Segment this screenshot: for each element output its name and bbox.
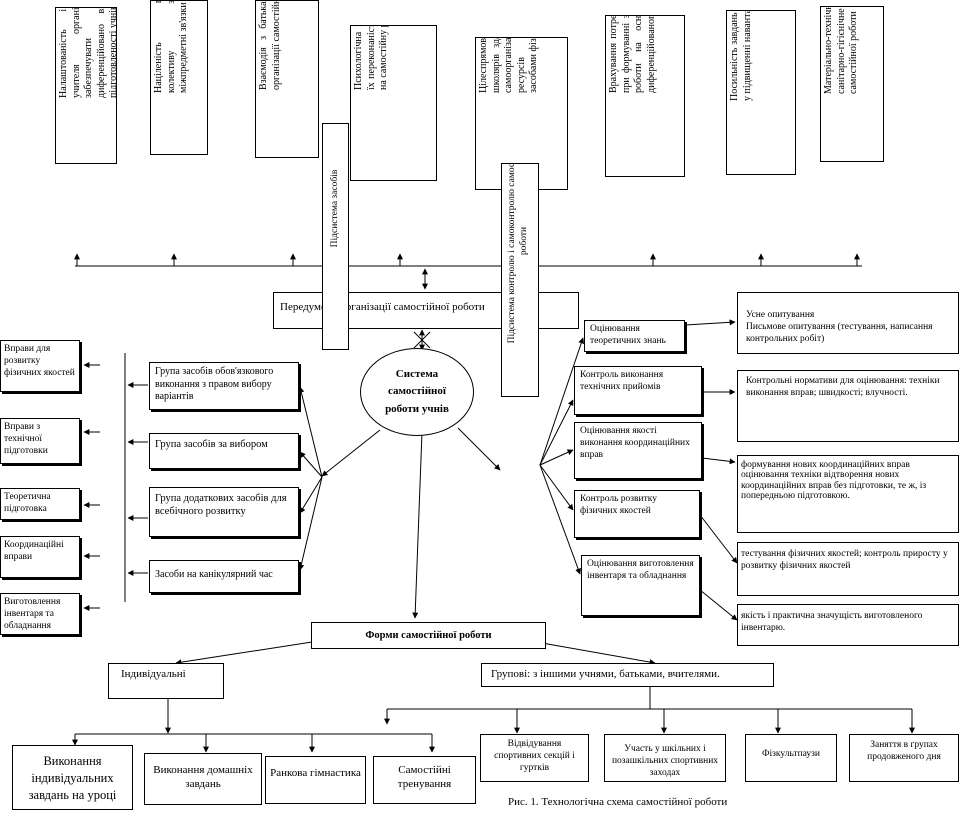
group-form-2: Участь у шкільних і позашкільних спортив…	[604, 734, 726, 782]
group-form-4: Заняття в групах продовженого дня	[849, 734, 959, 782]
means-group-4: Засоби на канікулярний час	[149, 560, 299, 593]
exercise-5: Виготовлення інвентаря та обладнання	[0, 593, 80, 635]
subsystem-means: Підсистема засобів	[322, 123, 349, 350]
control-detail-4: тестування фізичних якостей; контроль пр…	[737, 542, 959, 596]
top-box-7: Посильність завдань та поступовість у пі…	[726, 10, 796, 175]
center-line-2: самостійної	[388, 385, 446, 398]
individual-form-4: Самостійні тренування	[373, 756, 476, 804]
control-item-5: Оцінювання виготовлення інвентаря та обл…	[581, 555, 700, 616]
system-circle: Система самостійної роботи учнів	[360, 348, 474, 436]
exercise-1: Вправи для розвитку фізичних якостей	[0, 340, 80, 392]
top-box-8: Матеріально-технічне та санітарно-гігієн…	[820, 6, 884, 162]
group-form-3: Фізкультпаузи	[745, 734, 837, 782]
center-line-1: Система	[395, 367, 439, 380]
control-item-3: Оцінювання якості виконання координаційн…	[574, 422, 702, 479]
exercise-3: Теоретична підготовка	[0, 488, 80, 520]
control-item-4: Контроль розвитку фізичних якостей	[574, 490, 700, 538]
top-box-6: Врахування потреб, інтересів учнів при ф…	[605, 15, 685, 177]
group-box: Групові: з іншими учнями, батьками, вчит…	[481, 663, 774, 687]
control-detail-2: Контрольні нормативи для оцінювання: тех…	[737, 370, 959, 442]
subsystem-control: Підсистема контролю і самоконтролю самос…	[501, 163, 539, 397]
control-detail-5: якість і практична значущість виготовлен…	[737, 604, 959, 646]
control-item-1: Оцінювання теоретичних знань	[584, 320, 685, 352]
control-detail-1: Усне опитування Письмове опитування (тес…	[737, 292, 959, 354]
exercise-2: Вправи з технічної підготовки	[0, 418, 80, 464]
individual-box: Індивідуальні	[108, 663, 224, 699]
control-item-2: Контроль виконання технічних прийомів	[574, 366, 702, 415]
forms-box: Форми самостійної роботи	[311, 622, 546, 649]
individual-form-1: Виконання індивідуальних завдань на уроц…	[12, 745, 133, 810]
top-box-2: Націленість педагогічного колективу забе…	[150, 0, 208, 155]
means-group-1: Група засобів обов'язкового виконання з …	[149, 362, 299, 410]
individual-form-2: Виконання домашніх завдань	[144, 753, 262, 805]
top-box-4: Психологічна готовність учнів та їх пере…	[350, 25, 437, 181]
group-form-1: Відвідування спортивних секцій і гуртків	[480, 734, 589, 782]
individual-form-3: Ранкова гімнастика	[265, 756, 366, 804]
figure-caption: Рис. 1. Технологічна схема самостійної р…	[508, 796, 728, 808]
preconditions-label: Передумови організації самостійної робот…	[280, 301, 485, 313]
exercise-4: Координаційні вправи	[0, 536, 80, 578]
top-box-3: Взаємодія з батьками в процесі організац…	[255, 0, 319, 158]
top-box-1: Налаштованість і готовність учителя орга…	[55, 7, 117, 164]
control-detail-3: формування нових координаційних вправ оц…	[737, 455, 959, 533]
means-group-3: Група додаткових засобів для всебічного …	[149, 487, 299, 537]
center-line-3: роботи учнів	[385, 402, 449, 415]
means-group-2: Група засобів за вибором	[149, 433, 299, 469]
